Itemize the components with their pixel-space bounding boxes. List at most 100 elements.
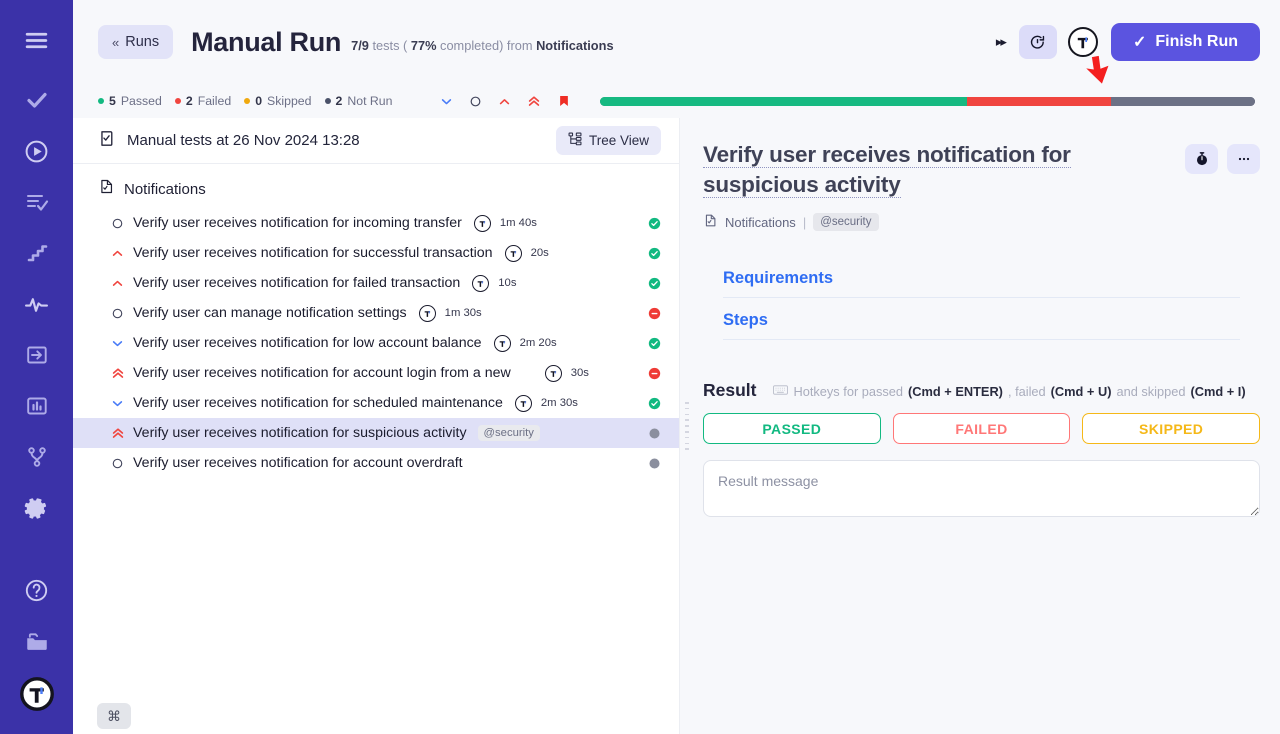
fast-forward-icon[interactable]: ▸▸ <box>996 34 1008 50</box>
branch-icon[interactable] <box>17 437 57 477</box>
passed-button[interactable]: PASSED <box>703 413 881 444</box>
user-avatar[interactable] <box>1068 27 1098 57</box>
progress-failed-segment <box>967 97 1111 106</box>
skipped-label: Skipped <box>267 94 311 108</box>
play-circle-icon[interactable] <box>17 131 57 171</box>
activity-icon[interactable] <box>17 284 57 324</box>
completed-word: completed) from <box>440 38 532 53</box>
status-badge <box>647 457 661 470</box>
legend-item-passed: 5 Passed <box>98 94 162 108</box>
status-badge <box>647 307 661 320</box>
circle-icon <box>111 457 133 470</box>
assignee-avatar <box>494 335 511 352</box>
breadcrumb-suite[interactable]: Notifications <box>725 215 796 230</box>
tree-view-button[interactable]: Tree View <box>556 126 661 155</box>
keyboard-icon <box>773 384 788 399</box>
table-row[interactable]: Verify user receives notification for sc… <box>73 388 679 418</box>
table-row[interactable]: Verify user receives notification for ac… <box>73 448 679 478</box>
gear-icon[interactable] <box>17 488 57 528</box>
notrun-dot-icon <box>325 98 331 104</box>
test-list-panel: Manual tests at 26 Nov 2024 13:28 Tree V… <box>73 118 680 734</box>
user-avatar-icon[interactable] <box>17 674 57 714</box>
skipped-button[interactable]: SKIPPED <box>1082 413 1260 444</box>
passed-count: 5 <box>109 94 116 108</box>
result-message-input[interactable] <box>703 460 1260 517</box>
section-steps[interactable]: Steps <box>723 307 1240 340</box>
tree-icon <box>568 132 582 149</box>
page-title[interactable]: Verify user receives notification for su… <box>703 142 1071 198</box>
tests-word: tests ( <box>372 38 407 53</box>
table-row[interactable]: Verify user receives notification for su… <box>73 238 679 268</box>
progress-notrun-segment <box>1111 97 1255 106</box>
assignee-avatar <box>515 395 532 412</box>
detail-header: Verify user receives notification for su… <box>703 140 1260 199</box>
suite-group-name: Notifications <box>124 181 206 198</box>
main-area: « Runs Manual Run 7/9 tests ( 77% comple… <box>73 0 1280 734</box>
passed-label: Passed <box>121 94 162 108</box>
run-percent: 77% <box>411 38 437 53</box>
test-duration: 2m 20s <box>520 337 557 349</box>
section-requirements-label: Requirements <box>723 269 1240 288</box>
run-source: Notifications <box>536 38 614 53</box>
progress-passed-segment <box>600 97 967 106</box>
assignee-avatar <box>472 275 489 292</box>
menu-icon[interactable] <box>17 20 57 60</box>
test-rows-container: Verify user receives notification for in… <box>73 208 679 734</box>
table-row[interactable]: Verify user receives notification for lo… <box>73 328 679 358</box>
chevron-up-icon[interactable] <box>498 95 511 108</box>
failed-button[interactable]: FAILED <box>893 413 1071 444</box>
left-nav-rail <box>0 0 73 734</box>
chart-icon[interactable] <box>17 386 57 426</box>
check-icon[interactable] <box>17 80 57 120</box>
page-header: « Runs Manual Run 7/9 tests ( 77% comple… <box>73 0 1280 84</box>
legend-item-notrun: 2 Not Run <box>325 94 393 108</box>
finish-run-button[interactable]: ✓ Finish Run <box>1111 23 1260 61</box>
grip-icon <box>685 402 689 450</box>
chevron-down-icon[interactable] <box>440 95 453 108</box>
run-counts: 7/9 <box>351 38 369 53</box>
detail-actions <box>1185 140 1260 174</box>
back-to-runs-label: Runs <box>125 34 159 50</box>
finish-check-icon: ✓ <box>1133 32 1146 52</box>
double-chevron-up-icon[interactable] <box>527 94 541 108</box>
steps-icon[interactable] <box>17 233 57 273</box>
status-badge <box>647 427 661 440</box>
table-row-selected[interactable]: Verify user receives notification for su… <box>73 418 679 448</box>
folder-icon[interactable] <box>17 622 57 662</box>
ellipsis-icon[interactable] <box>1227 144 1260 174</box>
status-bar: 5 Passed 2 Failed 0 Skipped 2 Not Run <box>73 84 1280 118</box>
content-body: Manual tests at 26 Nov 2024 13:28 Tree V… <box>73 118 1280 734</box>
panel-resize-handle[interactable] <box>680 118 694 734</box>
test-duration: 20s <box>531 247 549 259</box>
back-to-runs-button[interactable]: « Runs <box>98 25 173 59</box>
table-row[interactable]: Verify user receives notification for in… <box>73 208 679 238</box>
table-row[interactable]: Verify user receives notification for ac… <box>73 358 679 388</box>
breadcrumb-tag[interactable]: @security <box>813 213 878 231</box>
test-list-title: Manual tests at 26 Nov 2024 13:28 <box>127 132 360 149</box>
test-duration: 30s <box>571 367 589 379</box>
section-requirements[interactable]: Requirements <box>723 265 1240 298</box>
suite-file-icon <box>98 178 115 200</box>
double-chevron-up-icon <box>111 366 133 380</box>
failed-dot-icon <box>175 98 181 104</box>
stopwatch-icon[interactable] <box>1185 144 1218 174</box>
assignee-avatar <box>419 305 436 322</box>
passed-dot-icon <box>98 98 104 104</box>
chevron-down-icon <box>111 397 133 410</box>
help-icon[interactable] <box>17 570 57 610</box>
test-list-icon[interactable] <box>17 182 57 222</box>
chevron-down-icon <box>111 337 133 350</box>
table-row[interactable]: Verify user can manage notification sett… <box>73 298 679 328</box>
suite-group-row[interactable]: Notifications <box>73 164 679 208</box>
status-badge <box>647 277 661 290</box>
import-icon[interactable] <box>17 335 57 375</box>
back-chevron-icon: « <box>112 35 118 50</box>
bookmark-icon[interactable] <box>557 94 571 108</box>
circle-icon[interactable] <box>469 95 482 108</box>
table-row[interactable]: Verify user receives notification for fa… <box>73 268 679 298</box>
timer-icon[interactable] <box>1019 25 1057 59</box>
status-legend: 5 Passed 2 Failed 0 Skipped 2 Not Run <box>98 94 392 108</box>
test-duration: 10s <box>498 277 516 289</box>
cmd-key-badge[interactable]: ⌘ <box>97 703 131 729</box>
